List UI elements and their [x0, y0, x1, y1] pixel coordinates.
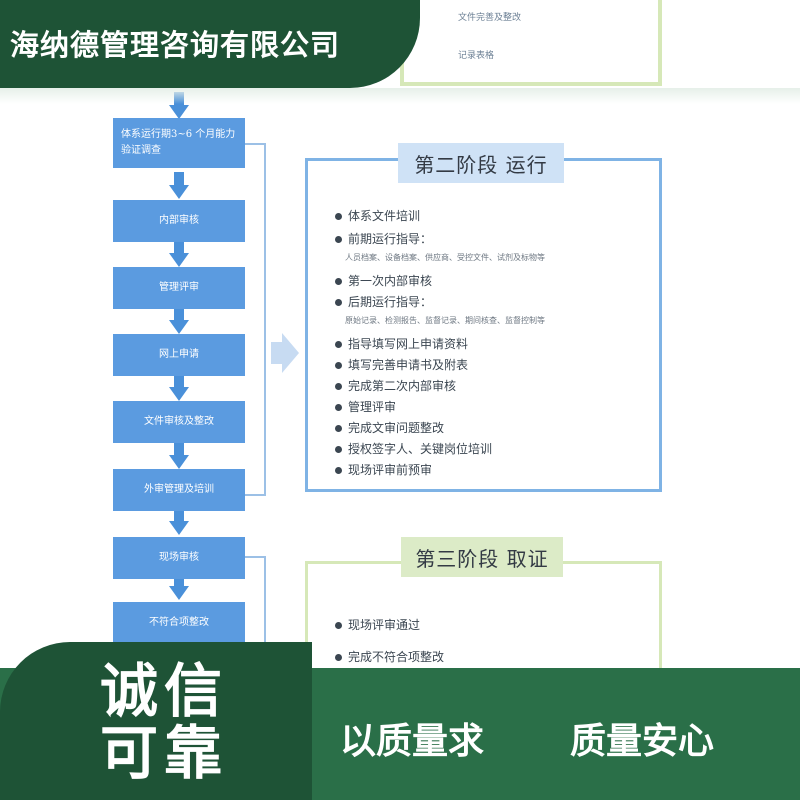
- stage2-item: 完成第二次内部审核: [335, 377, 456, 394]
- bullet-icon: [335, 341, 342, 348]
- chevron-right-icon: [271, 333, 299, 373]
- tagline-2: 质量安心: [570, 721, 715, 762]
- stage2-title: 第二阶段 运行: [398, 143, 564, 183]
- stage2-item: 授权签字人、关键岗位培训: [335, 440, 492, 457]
- flow-step: 管理评审: [113, 267, 245, 309]
- bullet-icon: [335, 213, 342, 220]
- stage2-item-text: 填写完善申请书及附表: [348, 358, 469, 372]
- footer-slogan-panel: [0, 642, 312, 800]
- stage2-item: 前期运行指导：: [335, 230, 432, 247]
- stage3-title: 第三阶段 取证: [401, 537, 563, 577]
- stage3-item: 完成不符合项整改: [335, 648, 444, 665]
- stage3-item-text: 完成不符合项整改: [348, 650, 445, 664]
- stage2-item: 后期运行指导：: [335, 293, 432, 310]
- flow-step: 内部审核: [113, 200, 245, 242]
- stage2-item-text: 授权签字人、关键岗位培训: [348, 442, 493, 456]
- flow-step: 外审管理及培训: [113, 469, 245, 511]
- tagline-1: 以质量求: [340, 721, 485, 762]
- stage3-bracket: [245, 556, 266, 686]
- stage3-item-text: 现场评审通过: [348, 618, 421, 632]
- stage2-item: 第一次内部审核: [335, 272, 432, 289]
- stage1-line: 记录表格: [458, 51, 495, 61]
- stage2-item: 现场评审前预审: [335, 461, 432, 478]
- bullet-icon: [335, 236, 342, 243]
- flow-step: 体系运行期3~6 个月能力验证调查: [113, 118, 245, 168]
- stage1-box: 文件完善及整改 记录表格: [400, 0, 662, 86]
- stage2-item-text: 体系文件培训: [348, 209, 421, 223]
- bullet-icon: [335, 467, 342, 474]
- flow-arrow-icon: [169, 573, 189, 601]
- stage2-item-text: 前期运行指导：: [348, 232, 433, 246]
- stage2-item-text: 指导填写网上申请资料: [348, 337, 469, 351]
- stage2-item: 体系文件培训: [335, 207, 420, 224]
- stage2-item-text: 管理评审: [348, 400, 397, 414]
- bullet-icon: [335, 425, 342, 432]
- flow-step: 不符合项整改: [113, 602, 245, 644]
- stage1-line: 文件完善及整改: [458, 13, 522, 23]
- stage2-item: 指导填写网上申请资料: [335, 335, 468, 352]
- slogan-line-1: 诚信: [100, 657, 229, 725]
- stage2-item-text: 完成第二次内部审核: [348, 379, 457, 393]
- stage2-item-text: 后期运行指导：: [348, 295, 433, 309]
- bullet-icon: [335, 404, 342, 411]
- bullet-icon: [335, 299, 342, 306]
- bullet-icon: [335, 654, 342, 661]
- brand-banner: [0, 0, 420, 88]
- stage2-item-text: 完成文审问题整改: [348, 421, 445, 435]
- stage2-item: 完成文审问题整改: [335, 419, 444, 436]
- flow-step: 文件审核及整改: [113, 401, 245, 443]
- stage2-bracket: [245, 143, 266, 496]
- flow-arrow-icon: [169, 307, 189, 335]
- flow-step: 网上申请: [113, 334, 245, 376]
- flow-arrow-icon: [169, 442, 189, 470]
- stage2-item-detail: 人员档案、设备档案、供应商、受控文件、试剂及标物等: [345, 253, 545, 262]
- stage2-item-text: 现场评审前预审: [348, 463, 433, 477]
- stage2-item-text: 第一次内部审核: [348, 274, 433, 288]
- bullet-icon: [335, 622, 342, 629]
- bullet-icon: [335, 383, 342, 390]
- company-name: 海纳德管理咨询有限公司: [10, 28, 341, 62]
- stage3-item: 现场评审通过: [335, 616, 420, 633]
- slogan-line-2: 可靠: [100, 719, 229, 787]
- flow-step: 现场审核: [113, 537, 245, 579]
- bullet-icon: [335, 278, 342, 285]
- bullet-icon: [335, 362, 342, 369]
- stage2-item: 管理评审: [335, 398, 396, 415]
- stage2-box: [305, 158, 662, 492]
- flow-arrow-icon: [169, 508, 189, 536]
- bullet-icon: [335, 446, 342, 453]
- stage2-item: 填写完善申请书及附表: [335, 356, 468, 373]
- flow-arrow-icon: [169, 374, 189, 402]
- banner-shadow: [0, 88, 800, 104]
- flow-arrow-icon: [169, 172, 189, 200]
- flow-arrow-icon: [169, 240, 189, 268]
- stage2-item-detail: 原始记录、检测报告、监督记录、期间核查、监督控制等: [345, 316, 545, 325]
